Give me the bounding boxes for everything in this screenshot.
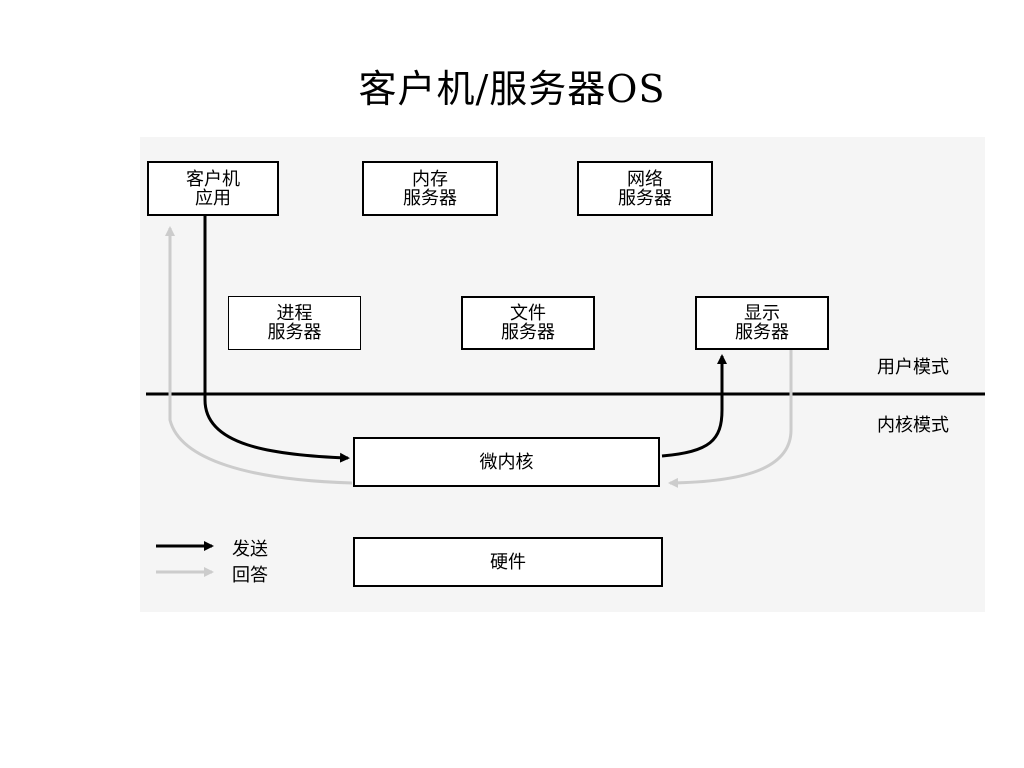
legend-send-label: 发送 bbox=[232, 539, 268, 560]
send-arrow-to-display bbox=[661, 354, 727, 458]
user-mode-label: 用户模式 bbox=[877, 357, 949, 378]
client-app-box: 客户机 应用 bbox=[147, 161, 279, 216]
diagram-panel bbox=[140, 137, 985, 612]
memory-server-box: 内存 服务器 bbox=[362, 161, 498, 216]
process-server-box: 进程 服务器 bbox=[228, 296, 361, 350]
file-server-box: 文件 服务器 bbox=[461, 296, 595, 350]
send-arrow-to-kernel bbox=[203, 216, 350, 463]
reply-arrow-to-kernel bbox=[668, 350, 793, 488]
reply-arrow-to-client bbox=[165, 226, 353, 485]
network-server-box: 网络 服务器 bbox=[577, 161, 713, 216]
display-server-box: 显示 服务器 bbox=[695, 296, 829, 350]
legend-reply-label: 回答 bbox=[232, 565, 268, 586]
microkernel-box: 微内核 bbox=[353, 437, 660, 487]
kernel-mode-label: 内核模式 bbox=[877, 415, 949, 436]
hardware-box: 硬件 bbox=[353, 537, 663, 587]
page-title: 客户机/服务器OS bbox=[358, 67, 666, 111]
